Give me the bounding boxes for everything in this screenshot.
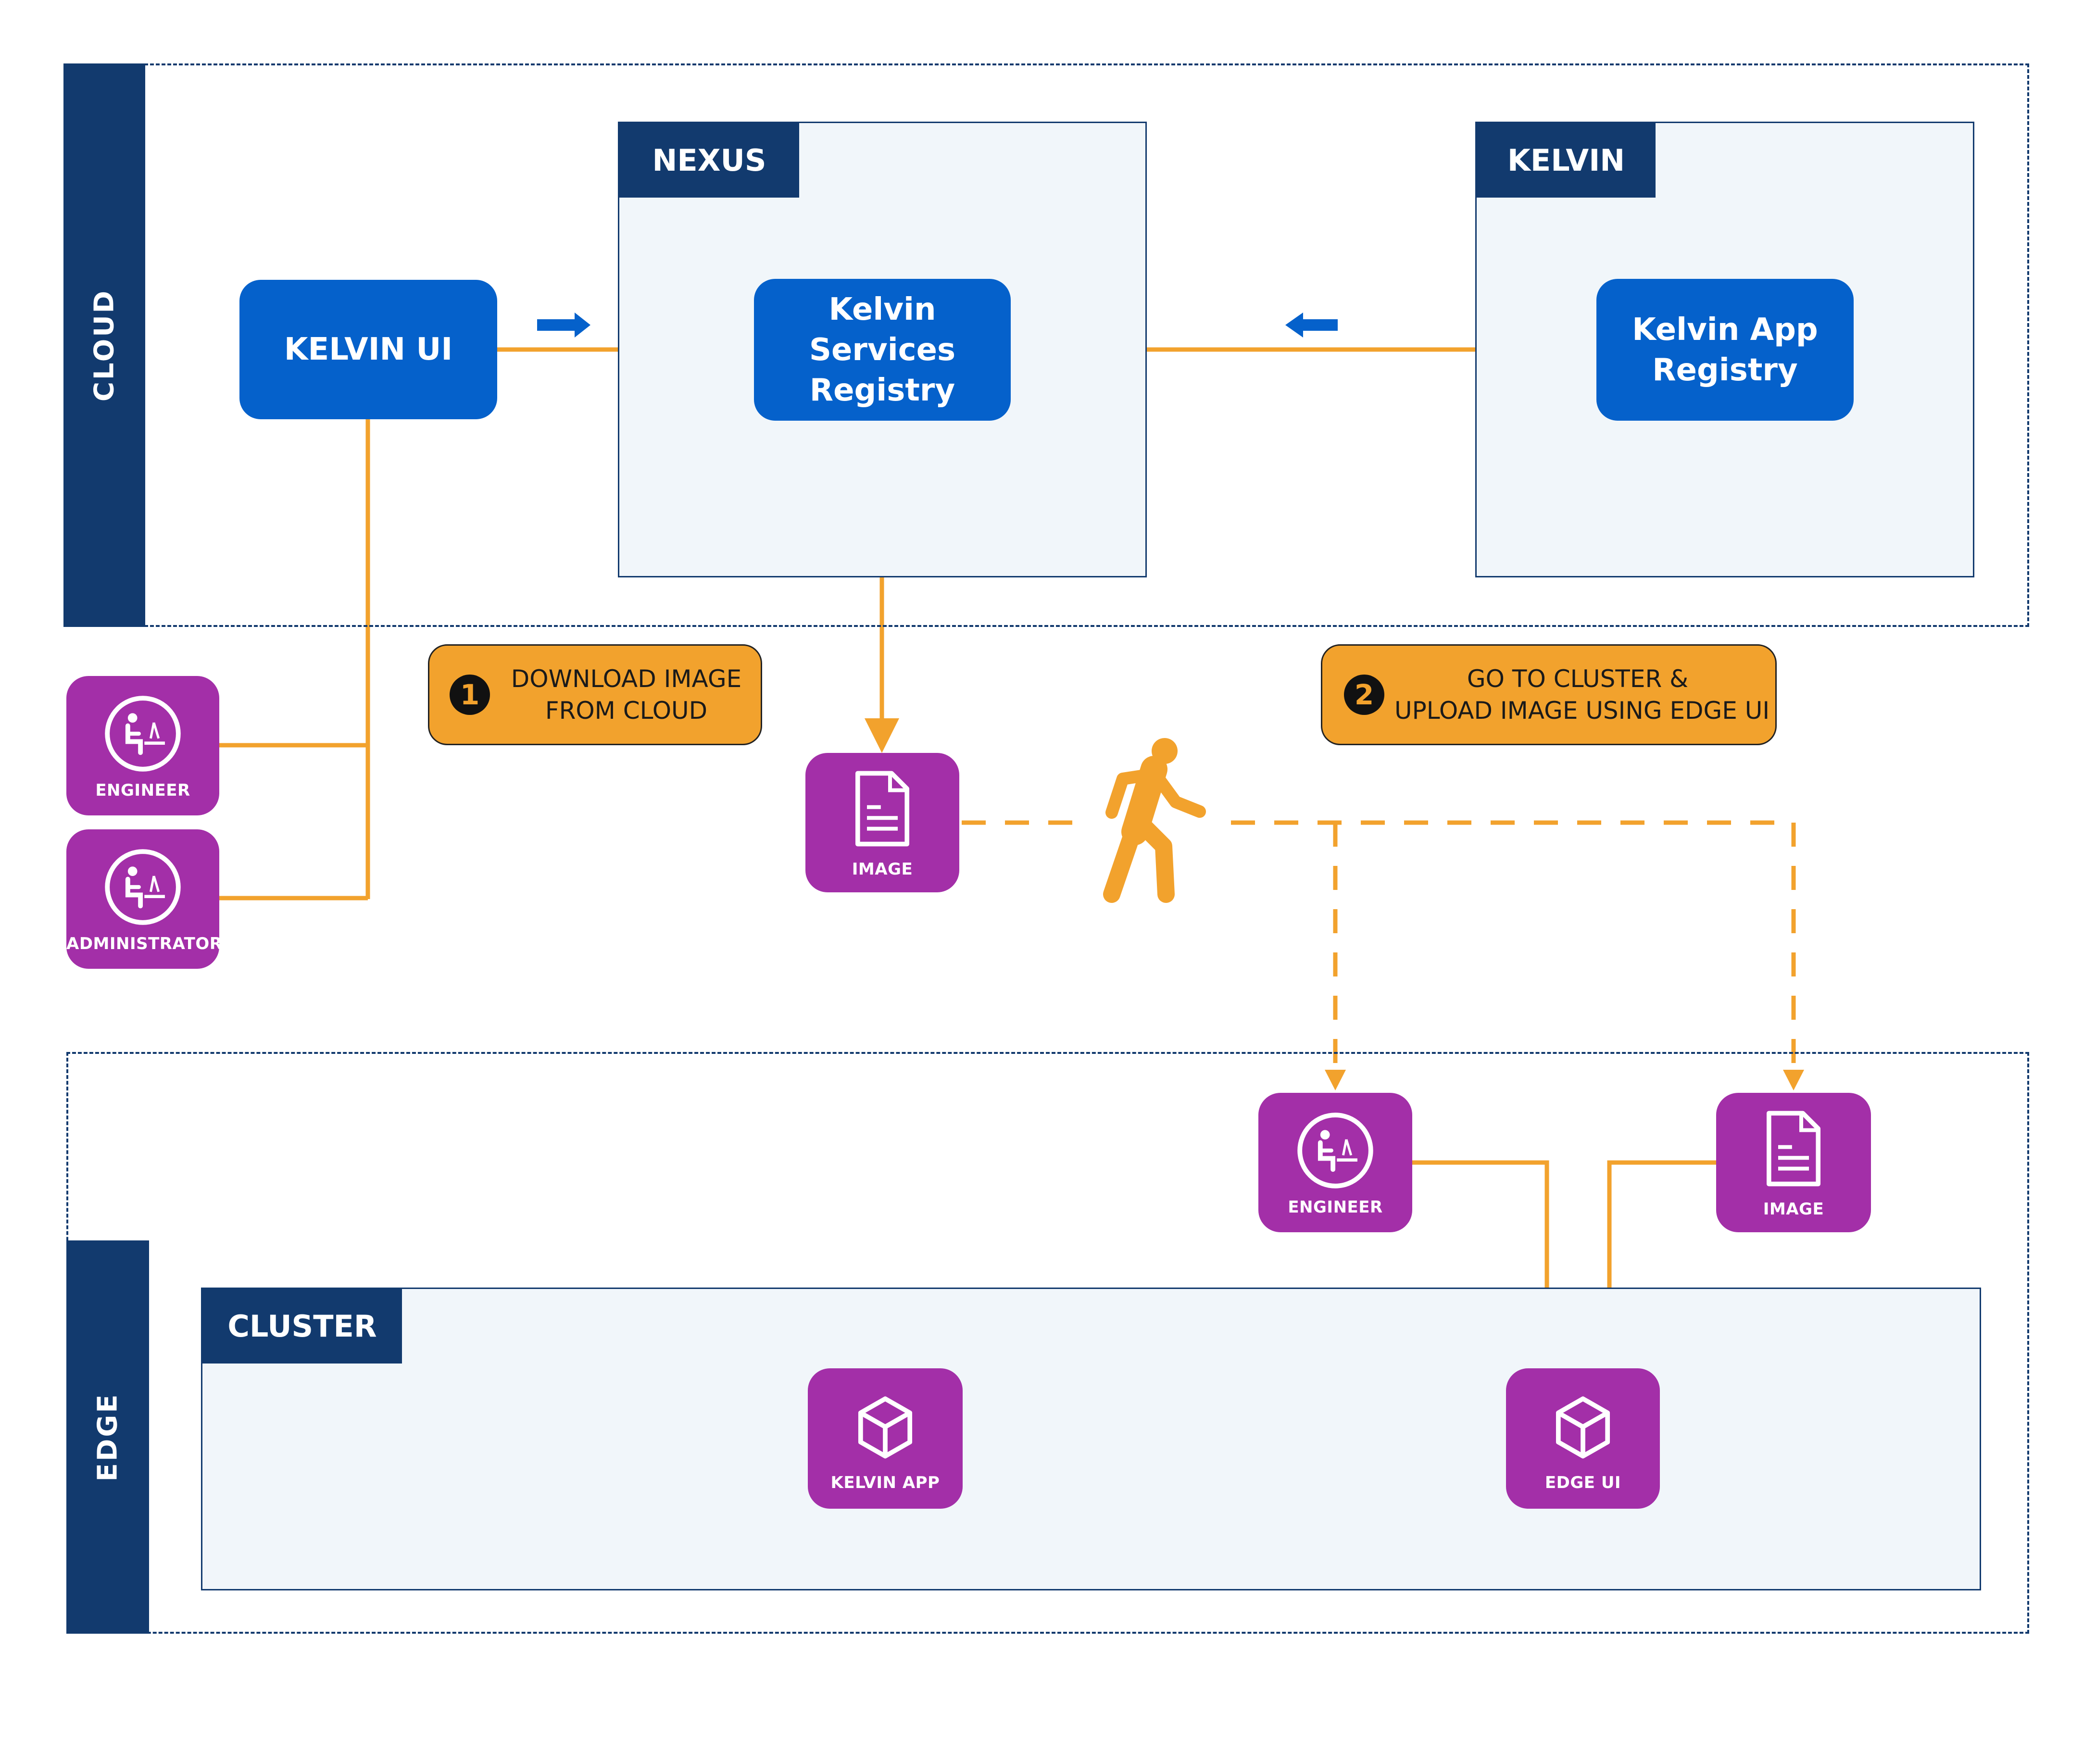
cloud-zone-label: CLOUD: [63, 63, 145, 627]
blue-arrow-right: [537, 313, 590, 338]
cluster-group: CLUSTER: [201, 1288, 1981, 1590]
nexus-group-title: NEXUS: [619, 123, 799, 198]
kelvin-app-registry-node[interactable]: Kelvin App Registry: [1596, 279, 1854, 421]
step-2-text: GO TO CLUSTER & UPLOAD IMAGE USING EDGE …: [1394, 663, 1770, 726]
step-1-callout: 1 DOWNLOAD IMAGE FROM CLOUD: [428, 644, 762, 745]
engineer-tile-cloud[interactable]: ENGINEER: [66, 676, 219, 815]
step-1-line2: FROM CLOUD: [545, 697, 708, 725]
person-at-desk-icon: [105, 696, 181, 772]
cube-icon: [1556, 1396, 1610, 1459]
step-1-line1: DOWNLOAD IMAGE: [511, 665, 742, 693]
kelvin-ui-node[interactable]: KELVIN UI: [239, 280, 497, 419]
administrator-tile[interactable]: ADMINISTRATOR: [66, 829, 223, 969]
step-2-badge: 2: [1344, 675, 1384, 715]
cube-icon: [858, 1396, 913, 1459]
step-2-line1: GO TO CLUSTER &: [1467, 665, 1689, 693]
step-1-badge: 1: [450, 675, 490, 715]
step-2-callout: 2 GO TO CLUSTER & UPLOAD IMAGE USING EDG…: [1321, 644, 1777, 745]
edge-ui-label: EDGE UI: [1544, 1473, 1621, 1492]
image-tile-cloud[interactable]: IMAGE: [805, 753, 959, 892]
image-cloud-label: IMAGE: [852, 860, 913, 879]
person-at-desk-icon: [1297, 1113, 1373, 1189]
edge-ui-tile[interactable]: EDGE UI: [1506, 1368, 1660, 1509]
walking-person-icon: [1103, 738, 1206, 903]
kelvin-app-label: KELVIN APP: [830, 1473, 940, 1492]
person-at-desk-icon: [105, 849, 181, 925]
image-edge-label: IMAGE: [1763, 1200, 1824, 1219]
document-icon: [1767, 1111, 1820, 1187]
services-registry-label-line1: Kelvin Services: [809, 291, 956, 368]
kelvin-services-registry-node[interactable]: Kelvin Services Registry: [754, 279, 1011, 421]
engineer-tile-edge[interactable]: ENGINEER: [1258, 1093, 1412, 1232]
arrowhead-to-engineer-edge: [1325, 1070, 1346, 1090]
edge-zone-title: EDGE: [92, 1392, 124, 1482]
blue-arrow-left: [1285, 313, 1338, 338]
app-registry-label-line2: Registry: [1652, 352, 1798, 388]
engineer-cloud-label: ENGINEER: [95, 781, 190, 800]
engineer-edge-label: ENGINEER: [1288, 1198, 1383, 1217]
services-registry-label-line2: Registry: [809, 372, 955, 408]
image-tile-edge[interactable]: IMAGE: [1716, 1093, 1871, 1232]
app-registry-label-line1: Kelvin App: [1632, 312, 1818, 348]
kelvin-ui-label: KELVIN UI: [284, 332, 453, 367]
kelvin-app-tile[interactable]: KELVIN APP: [808, 1368, 963, 1509]
step-2-line2: UPLOAD IMAGE USING EDGE UI: [1394, 697, 1770, 725]
dashed-path-courier-to-cluster: [1231, 820, 1796, 1077]
step-1-text: DOWNLOAD IMAGE FROM CLOUD: [502, 663, 751, 726]
edge-zone-label: EDGE: [66, 1240, 149, 1634]
administrator-label: ADMINISTRATOR: [66, 934, 223, 953]
cluster-group-title: CLUSTER: [202, 1289, 402, 1364]
document-icon: [855, 771, 909, 847]
cloud-zone-title: CLOUD: [88, 288, 120, 402]
kelvin-group-title: KELVIN: [1477, 123, 1656, 198]
arrowhead-to-image-edge: [1783, 1070, 1804, 1090]
